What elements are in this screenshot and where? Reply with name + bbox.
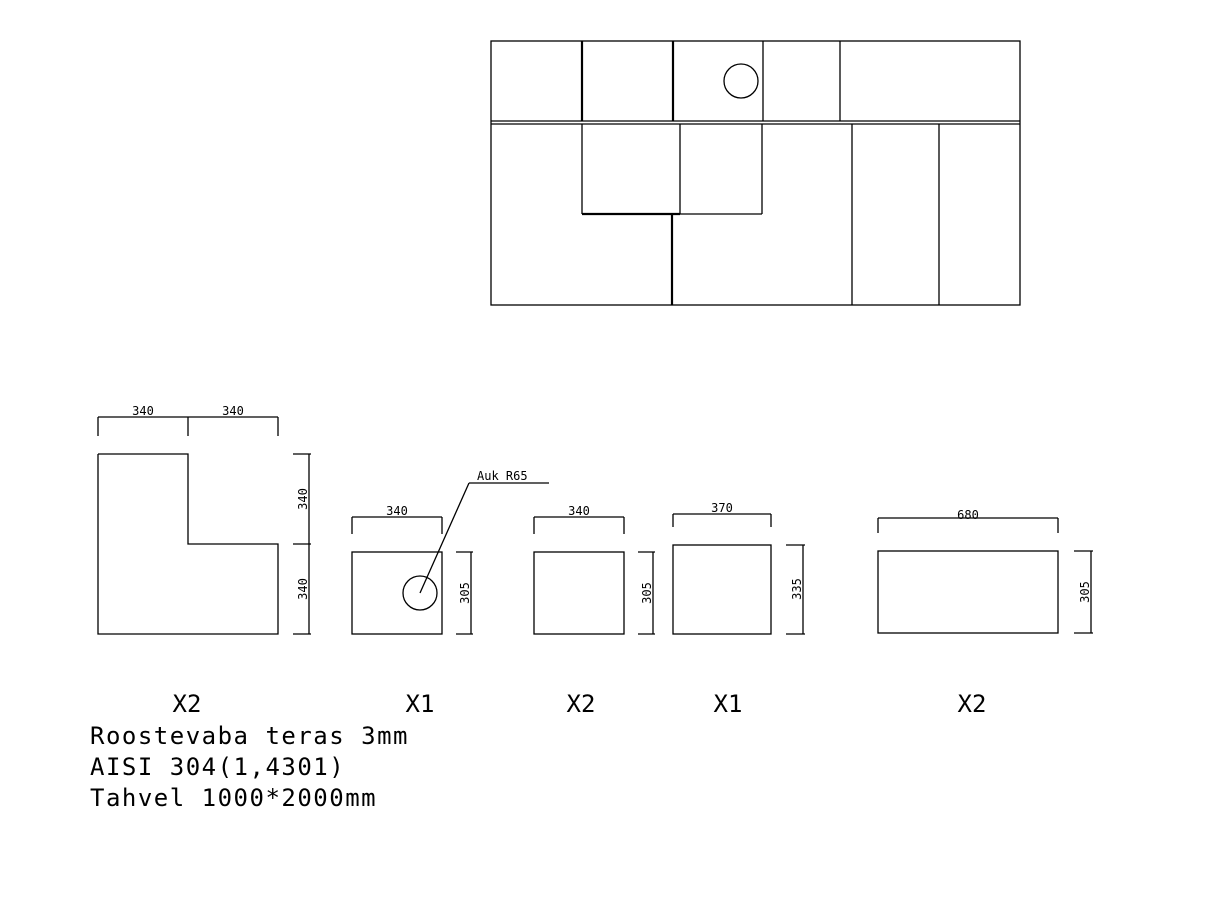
dim-label: 340 [132, 404, 154, 418]
quantity-label: X2 [567, 690, 596, 718]
dim-label: 340 [296, 578, 310, 600]
plate-c: 680 305 [877, 508, 1093, 634]
dim-label: 305 [1078, 581, 1092, 603]
material-note: Roostevaba teras 3mm [90, 722, 409, 750]
sheet-outline [490, 40, 1021, 306]
dim-label: 340 [568, 504, 590, 518]
dim-label: 340 [386, 504, 408, 518]
plate-b: 370 335 [672, 501, 805, 635]
hole-circle [402, 575, 438, 611]
part-outline [533, 551, 625, 635]
material-notes: Roostevaba teras 3mm AISI 304(1,4301) Ta… [90, 722, 409, 812]
quantity-label: X1 [406, 690, 435, 718]
part-outline [672, 544, 772, 635]
dim-label: 335 [790, 578, 804, 600]
dim-label: 680 [957, 508, 979, 522]
quantity-label: X2 [958, 690, 987, 718]
part-outline [351, 551, 443, 635]
leader-line [419, 482, 470, 594]
quantity-label: X2 [173, 690, 202, 718]
l-shaped-part: 340 340 340 340 [97, 404, 311, 635]
quantity-labels: X2 X1 X2 X1 X2 [173, 690, 987, 718]
nest-hole [723, 63, 759, 99]
dim-label: 305 [458, 582, 472, 604]
dim-label: 340 [296, 488, 310, 510]
dim-label: 340 [222, 404, 244, 418]
part-outline [877, 550, 1059, 634]
dim-label: 305 [640, 582, 654, 604]
sheet-nesting-layout [490, 40, 1021, 306]
part-outline [97, 453, 279, 635]
dim-label: 370 [711, 501, 733, 515]
plate-a: 340 305 [533, 504, 655, 635]
hole-part: Auk R65 340 305 [351, 469, 549, 635]
grade-note: AISI 304(1,4301) [90, 753, 345, 781]
hole-label: Auk R65 [477, 469, 528, 483]
sheet-note: Tahvel 1000*2000mm [90, 784, 377, 812]
quantity-label: X1 [714, 690, 743, 718]
